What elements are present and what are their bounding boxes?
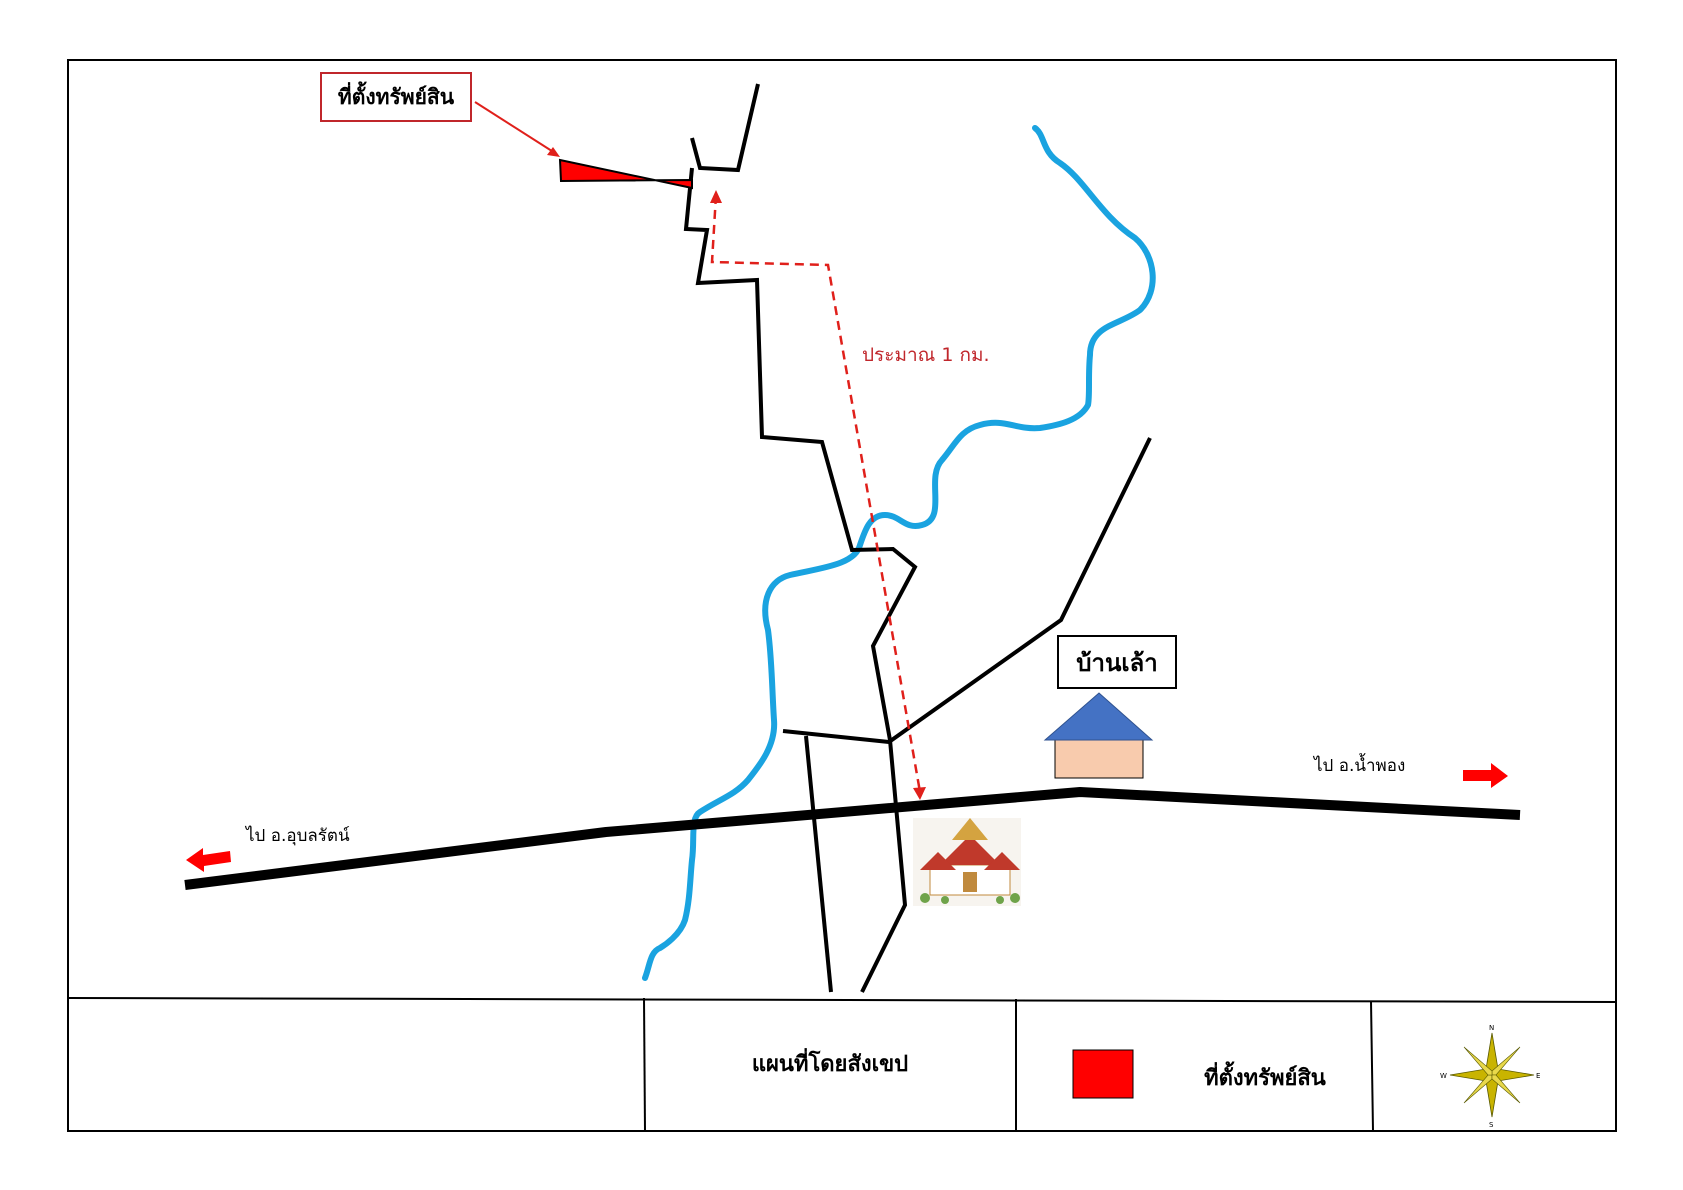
legend-divider-1	[643, 997, 646, 1132]
map-frame	[67, 59, 1617, 1132]
compass-e: E	[1536, 1072, 1540, 1080]
legend-asset-swatch	[1072, 1049, 1134, 1099]
callout-arrow-head	[547, 147, 560, 157]
direction-label-right: ไป อ.น้ำพอง	[1314, 756, 1406, 776]
house-icon	[1043, 692, 1154, 779]
callout-arrow	[474, 101, 556, 154]
route-dashed-line	[710, 194, 922, 793]
asset-callout-label: ที่ตั้งทรัพย์สิน	[337, 84, 455, 109]
road-cross	[782, 729, 890, 744]
compass-rose-icon: N S E W	[1440, 1024, 1540, 1129]
asset-callout-box: ที่ตั้งทรัพย์สิน	[320, 72, 472, 122]
compass-n: N	[1489, 1024, 1494, 1032]
road-northeast	[887, 437, 1152, 744]
route-arrow-down	[913, 787, 926, 800]
road-north	[690, 83, 760, 173]
secondary-roads	[683, 83, 1152, 993]
road-to-asset	[683, 167, 918, 993]
temple-icon	[913, 818, 1021, 906]
distance-label: ประมาณ 1 กม.	[862, 344, 990, 366]
right-arrow-icon	[1463, 763, 1508, 788]
village-label: บ้านเล้า	[1076, 648, 1158, 677]
direction-label-left: ไป อ.อุบลรัตน์	[246, 826, 350, 846]
village-label-box: บ้านเล้า	[1057, 635, 1177, 689]
legend-title: แผนที่โดยสังเขป	[751, 1051, 909, 1077]
main-highway	[184, 787, 1521, 890]
legend-divider-3	[1370, 1000, 1374, 1132]
legend-top-line	[67, 997, 1617, 1003]
asset-location-marker	[558, 158, 693, 190]
compass-w: W	[1440, 1072, 1447, 1080]
legend-asset-label: ที่ตั้งทรัพย์สิน	[1204, 1065, 1326, 1091]
route-arrow-up	[710, 190, 722, 203]
left-arrow-icon	[186, 848, 231, 872]
compass-s: S	[1489, 1121, 1494, 1129]
road-south	[804, 735, 833, 993]
